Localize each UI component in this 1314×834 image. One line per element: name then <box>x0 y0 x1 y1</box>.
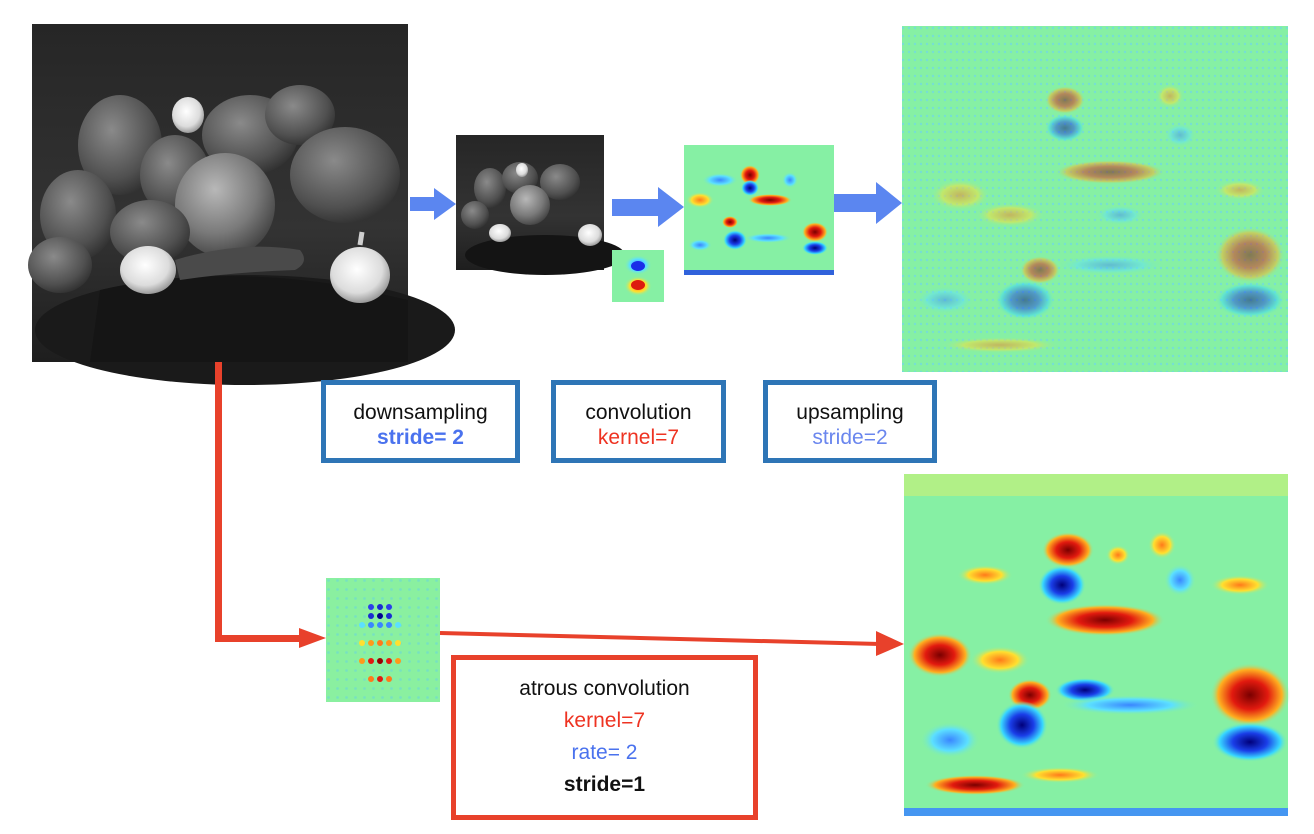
arrow-to-downsampled <box>410 188 456 220</box>
downsampling-title: downsampling <box>353 401 488 424</box>
convolution-kernel: kernel=7 <box>597 426 680 449</box>
convolution-box: convolution kernel=7 <box>551 380 726 463</box>
atrous-convolution-box: atrous convolution kernel=7 rate= 2 stri… <box>451 655 758 820</box>
atrous-output-arrow <box>439 631 904 656</box>
atrous-stride: stride=1 <box>563 773 646 796</box>
upsampling-title: upsampling <box>796 401 904 424</box>
convolution-title: convolution <box>585 401 692 424</box>
downsampling-box: downsampling stride= 2 <box>321 380 520 463</box>
upsampling-box: upsampling stride=2 <box>763 380 937 463</box>
convolution-kernel-image <box>612 250 664 302</box>
downsampled-peppers-image <box>456 135 625 275</box>
atrous-kernel-taps <box>359 604 401 682</box>
atrous-kernel: kernel=7 <box>563 709 646 732</box>
atrous-path-arrow <box>215 362 326 648</box>
atrous-kernel-image <box>326 578 440 702</box>
arrow-to-convolution-output <box>612 187 684 227</box>
arrow-to-upsampled-output <box>834 182 902 224</box>
input-peppers-image <box>28 24 455 385</box>
downsampling-stride: stride= 2 <box>377 426 464 449</box>
upsampling-stride: stride=2 <box>812 426 888 449</box>
upsampled-output-image <box>902 26 1288 372</box>
atrous-rate: rate= 2 <box>571 741 638 764</box>
atrous-output-image <box>904 474 1290 816</box>
convolution-output-image <box>684 145 834 275</box>
atrous-title: atrous convolution <box>519 677 690 700</box>
